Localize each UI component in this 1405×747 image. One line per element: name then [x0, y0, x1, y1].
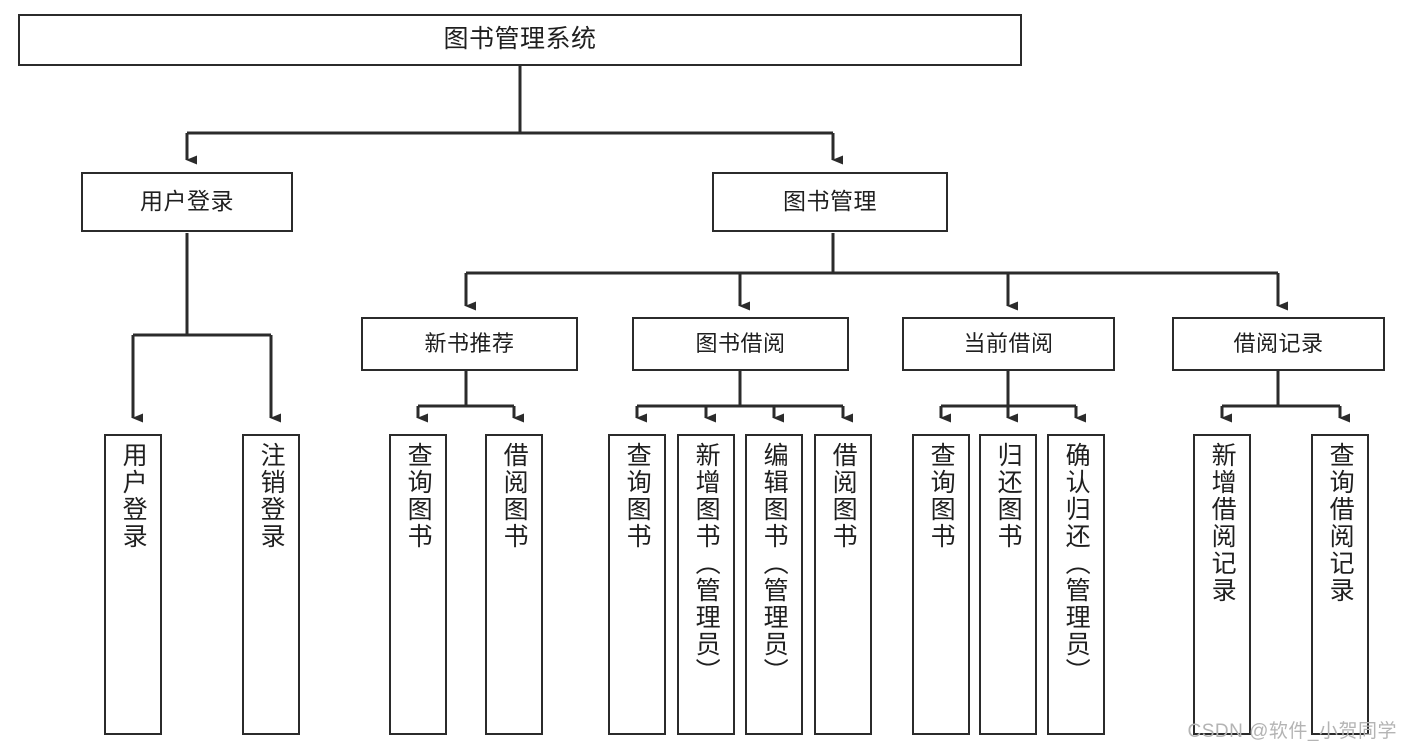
- node-leaf-confirm-return-label: 确认归还（管理员）: [1062, 442, 1091, 685]
- node-leaf-edit-book-label: 编辑图书（管理员）: [760, 442, 789, 685]
- node-book-borrow[interactable]: 图书借阅: [632, 317, 849, 371]
- node-book-manage-label: 图书管理: [783, 188, 877, 215]
- node-borrow-record-label: 借阅记录: [1233, 331, 1324, 357]
- node-leaf-query-book-3[interactable]: 查询图书: [912, 434, 970, 735]
- node-leaf-borrow-book-1[interactable]: 借阅图书: [485, 434, 543, 735]
- node-leaf-confirm-return[interactable]: 确认归还（管理员）: [1047, 434, 1105, 735]
- node-leaf-borrow-book-2[interactable]: 借阅图书: [814, 434, 872, 735]
- node-leaf-query-record[interactable]: 查询借阅记录: [1311, 434, 1369, 735]
- node-leaf-return-book[interactable]: 归还图书: [979, 434, 1037, 735]
- node-leaf-query-book-2-label: 查询图书: [623, 442, 652, 550]
- node-leaf-query-record-label: 查询借阅记录: [1326, 442, 1355, 604]
- node-user-login-label: 用户登录: [140, 188, 234, 215]
- node-leaf-borrow-book-2-label: 借阅图书: [829, 442, 858, 550]
- node-leaf-logout[interactable]: 注销登录: [242, 434, 300, 735]
- node-leaf-query-book-3-label: 查询图书: [927, 442, 956, 550]
- node-new-book-rec[interactable]: 新书推荐: [361, 317, 578, 371]
- node-book-borrow-label: 图书借阅: [695, 331, 786, 357]
- node-user-login[interactable]: 用户登录: [81, 172, 293, 232]
- node-current-borrow[interactable]: 当前借阅: [902, 317, 1115, 371]
- node-leaf-logout-label: 注销登录: [257, 442, 286, 550]
- node-leaf-add-record[interactable]: 新增借阅记录: [1193, 434, 1251, 735]
- node-leaf-add-record-label: 新增借阅记录: [1208, 442, 1237, 604]
- node-root-label: 图书管理系统: [443, 25, 597, 54]
- node-leaf-query-book-1[interactable]: 查询图书: [389, 434, 447, 735]
- node-leaf-query-book-1-label: 查询图书: [404, 442, 433, 550]
- node-leaf-user-login-label: 用户登录: [119, 442, 148, 550]
- node-book-manage[interactable]: 图书管理: [712, 172, 948, 232]
- node-borrow-record[interactable]: 借阅记录: [1172, 317, 1385, 371]
- node-leaf-edit-book[interactable]: 编辑图书（管理员）: [745, 434, 803, 735]
- node-leaf-add-book[interactable]: 新增图书（管理员）: [677, 434, 735, 735]
- node-new-book-rec-label: 新书推荐: [424, 331, 515, 357]
- node-root[interactable]: 图书管理系统: [18, 14, 1022, 66]
- node-leaf-query-book-2[interactable]: 查询图书: [608, 434, 666, 735]
- node-leaf-add-book-label: 新增图书（管理员）: [692, 442, 721, 685]
- node-leaf-borrow-book-1-label: 借阅图书: [500, 442, 529, 550]
- node-leaf-return-book-label: 归还图书: [994, 442, 1023, 550]
- node-current-borrow-label: 当前借阅: [963, 331, 1054, 357]
- node-leaf-user-login[interactable]: 用户登录: [104, 434, 162, 735]
